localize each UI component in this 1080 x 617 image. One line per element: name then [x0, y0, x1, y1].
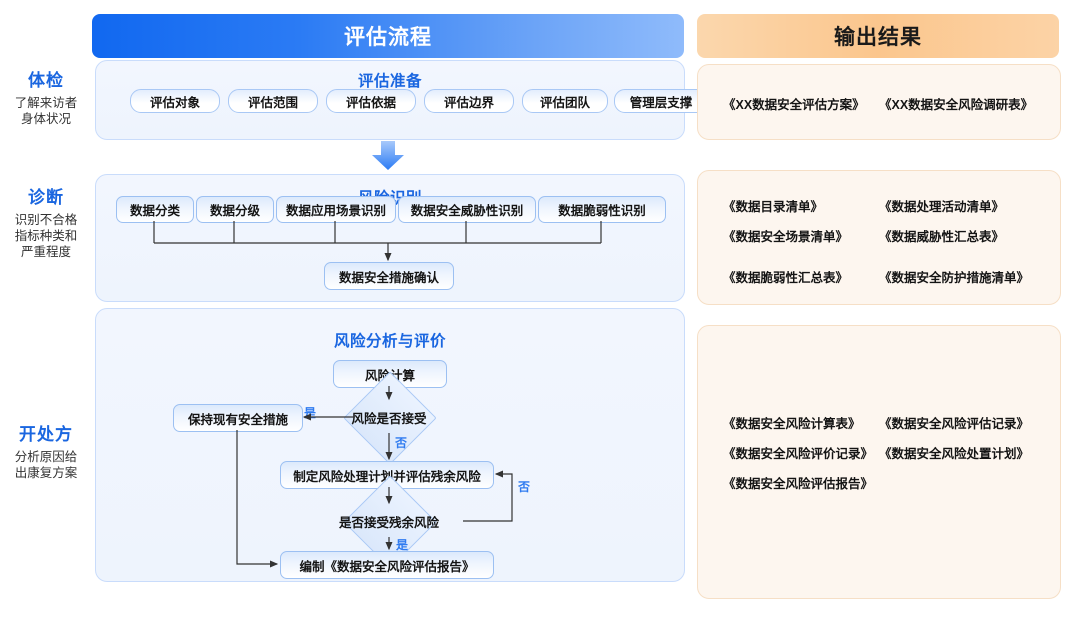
pill-assessment-team[interactable]: 评估团队 — [522, 89, 608, 113]
stage-title: 诊断 — [28, 188, 64, 207]
section1-title: 评估准备 — [357, 73, 422, 90]
stage-label-prescription: 开处方 分析原因给 出康复方案 — [2, 420, 90, 481]
output-doc: 《数据处理活动清单》 — [879, 200, 1005, 214]
output-doc: 《数据安全风险评价记录》 — [723, 447, 874, 461]
edge-label-yes-2: 是 — [396, 538, 409, 552]
node-risk-treatment-plan[interactable]: 制定风险处理计划并评估残余风险 — [280, 461, 494, 489]
output-doc: 《数据脆弱性汇总表》 — [723, 271, 849, 285]
section3-title: 风险分析与评价 — [333, 333, 446, 350]
output-doc: 《数据安全防护措施清单》 — [879, 271, 1030, 285]
stage-title: 体检 — [28, 71, 64, 90]
output-panel-2 — [697, 170, 1061, 305]
output-doc: 《数据安全风险评估记录》 — [879, 417, 1030, 431]
output-panel-1 — [697, 64, 1061, 140]
output-doc: 《数据安全风险评估报告》 — [723, 477, 874, 491]
decision-residual-risk-acceptable[interactable]: 是否接受残余风险 — [315, 475, 463, 569]
box-data-classification[interactable]: 数据分类 — [116, 196, 194, 223]
output-doc: 《XX数据安全评估方案》 — [723, 98, 865, 112]
edge-label-no-1: 否 — [395, 436, 408, 450]
box-data-grading[interactable]: 数据分级 — [196, 196, 274, 223]
stage-desc-line: 出康复方案 — [14, 466, 78, 480]
pill-assessment-scope[interactable]: 评估范围 — [228, 89, 318, 113]
edge-label-no-2: 否 — [518, 480, 531, 494]
output-doc: 《数据安全场景清单》 — [723, 230, 849, 244]
stage-desc-line: 分析原因给 — [14, 450, 78, 464]
output-doc: 《XX数据安全风险调研表》 — [879, 98, 1034, 112]
flow-header-label: 评估流程 — [344, 26, 432, 49]
output-doc: 《数据目录清单》 — [723, 200, 824, 214]
box-data-vulnerability[interactable]: 数据脆弱性识别 — [538, 196, 666, 223]
stage-label-diagnosis: 诊断 识别不合格 指标种类和 严重程度 — [2, 183, 90, 260]
decision-risk-acceptable[interactable]: 风险是否接受 — [323, 371, 455, 465]
output-doc: 《数据安全风险处置计划》 — [879, 447, 1030, 461]
node-compile-report[interactable]: 编制《数据安全风险评估报告》 — [280, 551, 494, 579]
stage-desc-line: 严重程度 — [20, 245, 71, 259]
flow-header-banner: 评估流程 — [92, 14, 684, 58]
box-security-measure-confirm[interactable]: 数据安全措施确认 — [324, 262, 454, 290]
edge-label-yes-1: 是 — [304, 406, 317, 420]
pill-assessment-object[interactable]: 评估对象 — [130, 89, 220, 113]
output-header-label: 输出结果 — [834, 26, 922, 49]
output-panel-3 — [697, 325, 1061, 599]
stage-label-checkup: 体检 了解来访者 身体状况 — [2, 66, 90, 127]
box-data-security-threat[interactable]: 数据安全威胁性识别 — [398, 196, 536, 223]
stage-title: 开处方 — [19, 425, 73, 444]
output-doc: 《数据安全风险计算表》 — [723, 417, 861, 431]
pill-assessment-basis[interactable]: 评估依据 — [326, 89, 416, 113]
down-arrow-icon — [371, 141, 405, 176]
pill-management-support[interactable]: 管理层支撑 — [614, 89, 708, 113]
stage-desc-line: 了解来访者 — [14, 96, 78, 110]
output-header-banner: 输出结果 — [697, 14, 1059, 58]
stage-desc-line: 指标种类和 — [14, 229, 78, 243]
node-keep-existing-measures[interactable]: 保持现有安全措施 — [173, 404, 303, 432]
stage-desc-line: 身体状况 — [20, 112, 71, 126]
pill-assessment-boundary[interactable]: 评估边界 — [424, 89, 514, 113]
stage-desc-line: 识别不合格 — [14, 213, 78, 227]
box-data-application-scenario[interactable]: 数据应用场景识别 — [276, 196, 396, 223]
output-doc: 《数据威胁性汇总表》 — [879, 230, 1005, 244]
